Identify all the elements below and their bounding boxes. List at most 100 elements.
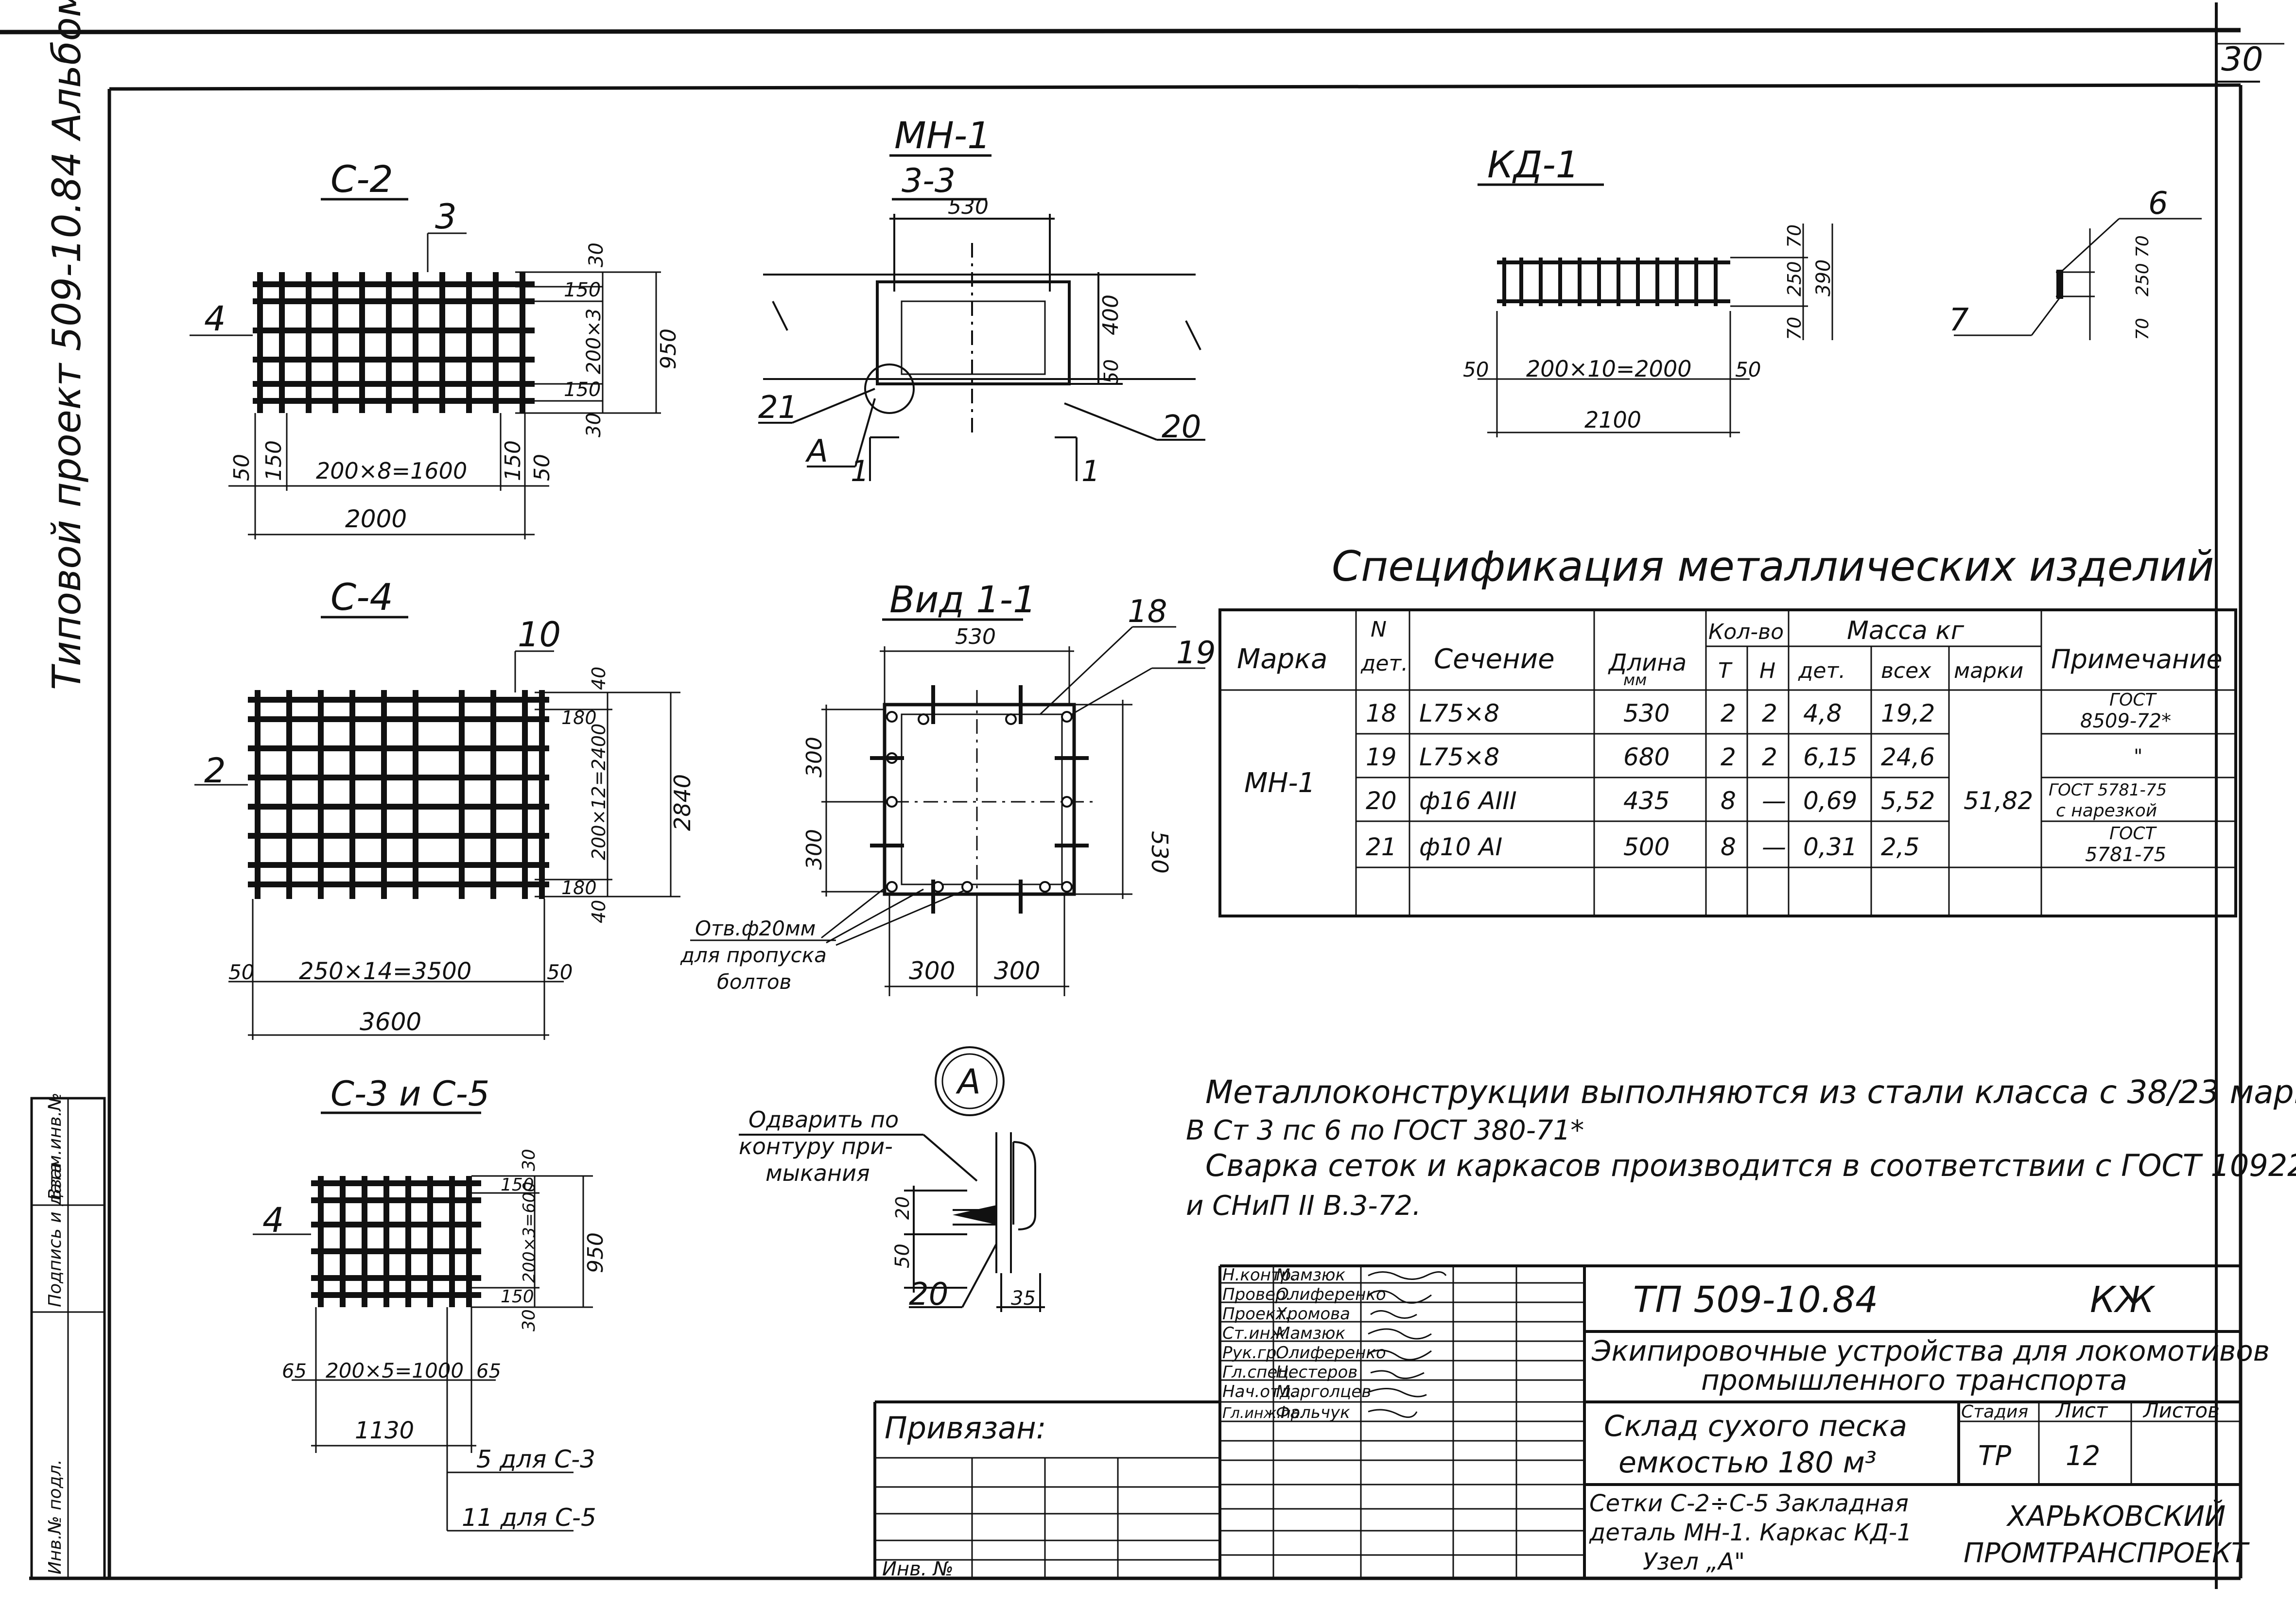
c2-bot-50b: 50 (530, 454, 555, 481)
c35-note11: 11 для С-5 (462, 1503, 596, 1532)
c4-d40a: 40 (588, 667, 609, 690)
spec-r3-det: 0,69 (1803, 787, 1857, 815)
kd1-main: 200×10=2000 (1526, 356, 1692, 382)
spec-h-mass-all: всех (1881, 658, 1931, 683)
spec-title: Спецификация металлических изделий (1332, 542, 2214, 591)
side-stamp (30, 1097, 106, 1580)
spec-r1-h: 2 (1762, 699, 1777, 727)
spec-h-length1: Длина (1608, 649, 1687, 676)
tb-inv-label: Инв. № (882, 1558, 954, 1580)
spec-r2-det: 6,15 (1803, 743, 1857, 771)
kd1-d70a: 70 (1784, 225, 1805, 248)
tb-contents-1: Сетки С-2÷С-5 Закладная (1589, 1490, 1909, 1517)
c2-d30b: 30 (583, 413, 605, 437)
c4-d40b: 40 (588, 900, 609, 923)
kd1-s70b: 70 (2133, 318, 2153, 340)
view-node-a: А Одварить по контуру при- мыкания 20 50… (739, 1046, 1045, 1313)
c35-bot-65a: 65 (282, 1360, 307, 1382)
tb-name-4: Мамзюк (1276, 1324, 1346, 1343)
mn1-section: 3-3 (902, 162, 956, 200)
view-c2: С-2 4 3 30 150 200×3 150 (190, 157, 681, 539)
tb-object-2: промышленного транспорта (1701, 1364, 2127, 1397)
node-a-weld3: мыкания (765, 1160, 870, 1186)
spec-r4-note1: ГОСТ (2109, 824, 2157, 844)
c2-d200x3: 200×3 (583, 309, 605, 374)
vid11-bot300b: 300 (994, 957, 1040, 985)
spec-h-mass: Масса кг (1847, 616, 1965, 645)
c4-total: 3600 (360, 1008, 421, 1036)
spec-r1-note2: 8509-72* (2080, 710, 2171, 732)
c2-total: 2000 (345, 505, 407, 533)
spec-r4-length: 500 (1623, 833, 1670, 861)
spec-r3-note1: ГОСТ 5781-75 (2049, 780, 2167, 800)
view-c4: С-4 10 2 40 180 200×12=2400 180 40 (194, 575, 696, 1040)
mn1-cut1b: 1 (1081, 454, 1100, 488)
tb-stage-label: Стадия (1961, 1402, 2028, 1422)
c4-d180b: 180 (561, 877, 597, 899)
spec-r1-n: 18 (1366, 699, 1397, 727)
spec-r2-all: 24,6 (1881, 743, 1935, 771)
spec-mark-mass: 51,82 (1964, 787, 2033, 815)
spec-h-mass-mark: марки (1954, 658, 2023, 683)
spec-r4-det: 0,31 (1803, 833, 1857, 861)
spec-r3-n: 20 (1366, 787, 1397, 815)
spec-mark-value: МН-1 (1244, 767, 1315, 799)
tb-doc-code: КЖ (2090, 1279, 2156, 1321)
c4-bot-main: 250×14=3500 (299, 958, 471, 985)
tb-name-6: Нестеров (1276, 1363, 1357, 1382)
spec-h-detno2: дет. (1360, 651, 1408, 676)
tb-name-7: Марголцев (1276, 1382, 1371, 1401)
spec-h-qty: Кол-во (1708, 620, 1784, 644)
mn1-pos21: 21 (758, 390, 798, 426)
spec-r1-length: 530 (1623, 699, 1670, 727)
stamp-row2: Подпись и дата (45, 1162, 65, 1307)
mn1-d400: 400 (1098, 294, 1123, 335)
stamp-row3: Инв.№ подл. (45, 1459, 65, 1574)
spec-r4-t: 8 (1721, 833, 1736, 861)
tb-structure-2: емкостью 180 м³ (1618, 1446, 1877, 1480)
c4-title: С-4 (330, 575, 393, 619)
spec-r2-n: 19 (1366, 743, 1397, 771)
spec-r3-note2: с нарезкой (2056, 801, 2157, 821)
spec-r2-t: 2 (1721, 743, 1736, 771)
c35-bot-65b: 65 (476, 1360, 501, 1382)
spec-r3-t: 8 (1721, 787, 1736, 815)
spec-r2-section: L75×8 (1419, 743, 1499, 771)
spec-r2-h: 2 (1762, 743, 1777, 771)
c2-bot-50a: 50 (229, 454, 254, 481)
vid11-note3: болтов (717, 970, 791, 994)
tb-role-1: Н.контр. (1222, 1265, 1296, 1285)
node-a-d35: 35 (1011, 1287, 1036, 1310)
general-notes: Металлоконструкции выполняются из стали … (1186, 1073, 2296, 1222)
tb-contents-2: деталь МН-1. Каркас КД-1 (1589, 1519, 1912, 1546)
c35-d150b: 150 (501, 1287, 534, 1307)
vid11-d530top: 530 (955, 624, 996, 649)
kd1-d50a: 50 (1463, 358, 1489, 381)
spec-r3-h: — (1762, 787, 1786, 815)
vid11-d300a: 300 (802, 737, 827, 778)
tb-name-8: Фальчук (1276, 1403, 1350, 1422)
spec-r1-section: L75×8 (1419, 699, 1499, 727)
c2-d950: 950 (656, 328, 681, 369)
spec-h-length2: мм (1623, 671, 1647, 689)
c2-title: С-2 (330, 157, 393, 201)
spec-r1-t: 2 (1721, 699, 1736, 727)
spec-r1-note1: ГОСТ (2109, 690, 2157, 710)
c35-d150a: 150 (501, 1175, 534, 1195)
c35-d950: 950 (583, 1232, 608, 1273)
spec-h-section: Сечение (1434, 643, 1555, 675)
tb-role-3: Проект. (1222, 1304, 1290, 1324)
c4-d2840: 2840 (669, 774, 696, 831)
tb-org-2: ПРОМТРАНСПРОЕКТ (1964, 1538, 2250, 1569)
spec-h-qty-t: Т (1718, 658, 1733, 683)
kd1-total: 2100 (1584, 407, 1641, 433)
kd1-pos6: 6 (2148, 186, 2168, 222)
c2-bot-150b: 150 (501, 440, 525, 481)
view-mn1: МН-1 3-3 530 400 50 21 20 А 1 1 (758, 114, 1205, 488)
spec-r3-length: 435 (1623, 787, 1670, 815)
kd1-d70b: 70 (1784, 317, 1805, 340)
vid11-note1: Отв.ф20мм (695, 916, 816, 940)
tb-sheet: 12 (2066, 1440, 2100, 1472)
vid11-bot300a: 300 (909, 957, 955, 985)
spec-r4-note2: 5781-75 (2085, 844, 2166, 866)
